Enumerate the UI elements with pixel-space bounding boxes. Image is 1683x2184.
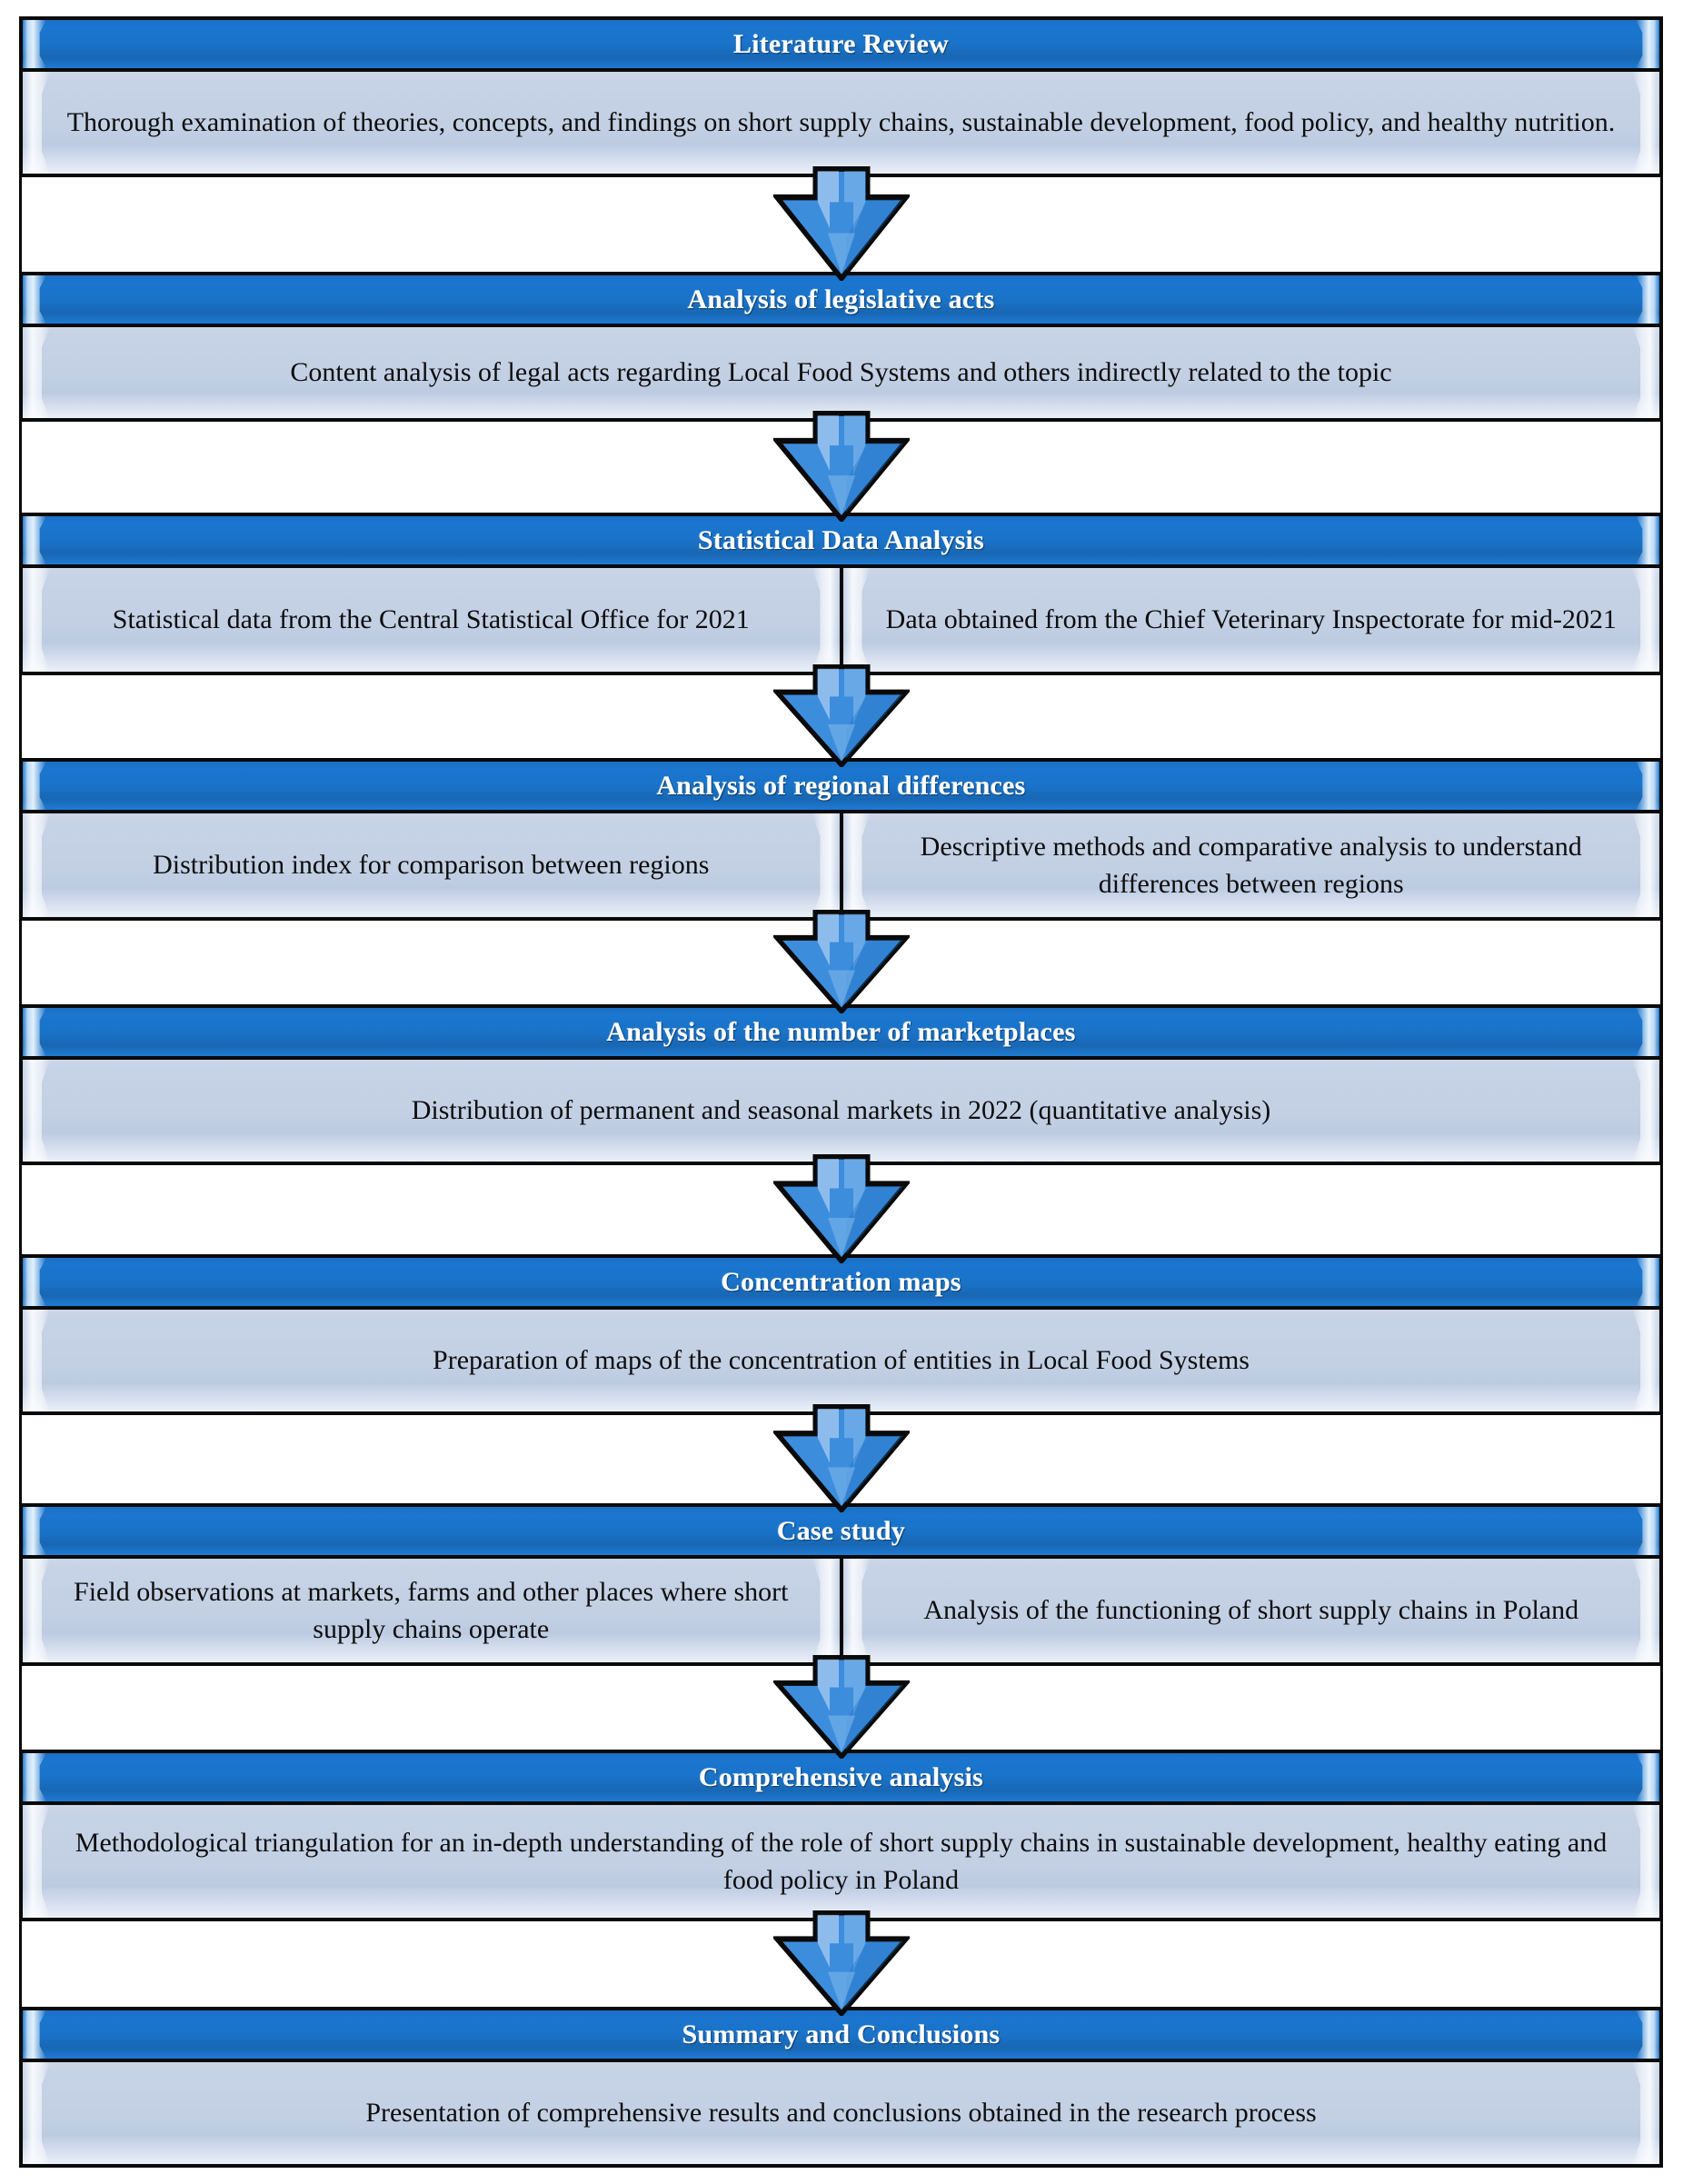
stage-body-8: Methodological triangulation for an in-d… xyxy=(23,1805,1659,1918)
stage-panel-4-1: Distribution index for comparison betwee… xyxy=(23,813,840,917)
stage-title: Concentration maps xyxy=(721,1266,961,1297)
stage-title: Case study xyxy=(776,1515,906,1546)
down-arrow-icon xyxy=(773,1154,910,1263)
stage-title: Statistical Data Analysis xyxy=(697,524,985,555)
stage-header-6: Concentration maps xyxy=(23,1258,1659,1310)
stage-title: Analysis of the number of marketplaces xyxy=(606,1016,1076,1047)
stage-panel-3-2: Data obtained from the Chief Veterinary … xyxy=(839,568,1659,672)
stage-header-7: Case study xyxy=(23,1507,1659,1559)
panel-text: Analysis of the functioning of short sup… xyxy=(923,1595,1579,1626)
stage-header-5: Analysis of the number of marketplaces xyxy=(23,1008,1659,1060)
down-arrow-icon xyxy=(773,1910,910,2016)
stage-title: Summary and Conclusions xyxy=(682,2019,1001,2049)
stage-body-1: Thorough examination of theories, concep… xyxy=(23,72,1659,174)
panel-text: Presentation of comprehensive results an… xyxy=(365,2098,1317,2129)
stage-header-9: Summary and Conclusions xyxy=(23,2010,1659,2062)
panel-text: Field observations at markets, farms and… xyxy=(74,1576,789,1644)
stage-panel-4-2: Descriptive methods and comparative anal… xyxy=(839,813,1659,917)
stage-body-5: Distribution of permanent and seasonal m… xyxy=(23,1060,1659,1162)
stage-panel-5-1: Distribution of permanent and seasonal m… xyxy=(23,1060,1659,1162)
stage-panel-7-1: Field observations at markets, farms and… xyxy=(23,1559,840,1662)
panel-text: Distribution index for comparison betwee… xyxy=(153,850,710,881)
stage-header-1: Literature Review xyxy=(23,20,1659,72)
panel-text: Statistical data from the Central Statis… xyxy=(112,604,750,635)
stage-panel-6-1: Preparation of maps of the concentration… xyxy=(23,1310,1659,1411)
stage-body-7: Field observations at markets, farms and… xyxy=(23,1559,1659,1662)
panel-text: Thorough examination of theories, concep… xyxy=(66,107,1616,138)
down-arrow-icon xyxy=(773,664,910,767)
stage-panel-1-1: Thorough examination of theories, concep… xyxy=(23,72,1659,174)
panel-text: Methodological triangulation for an in-d… xyxy=(75,1827,1608,1895)
panel-text: Preparation of maps of the concentration… xyxy=(433,1345,1250,1376)
panel-text: Descriptive methods and comparative anal… xyxy=(920,831,1582,899)
down-arrow-icon xyxy=(773,1655,910,1759)
stage-title: Analysis of regional differences xyxy=(656,770,1026,801)
stage-body-2: Content analysis of legal acts regarding… xyxy=(23,327,1659,418)
stage-panel-9-1: Presentation of comprehensive results an… xyxy=(23,2062,1659,2164)
stage-title: Literature Review xyxy=(733,28,949,59)
panel-text: Distribution of permanent and seasonal m… xyxy=(411,1095,1271,1126)
stage-title: Comprehensive analysis xyxy=(698,1761,984,1792)
stage-title: Analysis of legislative acts xyxy=(687,284,995,314)
down-arrow-icon xyxy=(773,411,910,522)
stage-body-3: Statistical data from the Central Statis… xyxy=(23,568,1659,672)
stage-header-3: Statistical Data Analysis xyxy=(23,516,1659,568)
stage-panel-3-1: Statistical data from the Central Statis… xyxy=(23,568,840,672)
stage-panel-7-2: Analysis of the functioning of short sup… xyxy=(839,1559,1659,1662)
stage-header-8: Comprehensive analysis xyxy=(23,1753,1659,1805)
down-arrow-icon xyxy=(773,166,910,281)
stage-body-4: Distribution index for comparison betwee… xyxy=(23,813,1659,917)
stage-panel-8-1: Methodological triangulation for an in-d… xyxy=(23,1805,1659,1918)
stage-header-4: Analysis of regional differences xyxy=(23,762,1659,813)
stage-body-9: Presentation of comprehensive results an… xyxy=(23,2062,1659,2164)
stage-header-2: Analysis of legislative acts xyxy=(23,275,1659,327)
panel-text: Content analysis of legal acts regarding… xyxy=(290,357,1392,388)
down-arrow-icon xyxy=(773,1404,910,1512)
stage-body-6: Preparation of maps of the concentration… xyxy=(23,1310,1659,1411)
stage-panel-2-1: Content analysis of legal acts regarding… xyxy=(23,327,1659,418)
panel-text: Data obtained from the Chief Veterinary … xyxy=(885,604,1617,635)
down-arrow-icon xyxy=(773,910,910,1013)
